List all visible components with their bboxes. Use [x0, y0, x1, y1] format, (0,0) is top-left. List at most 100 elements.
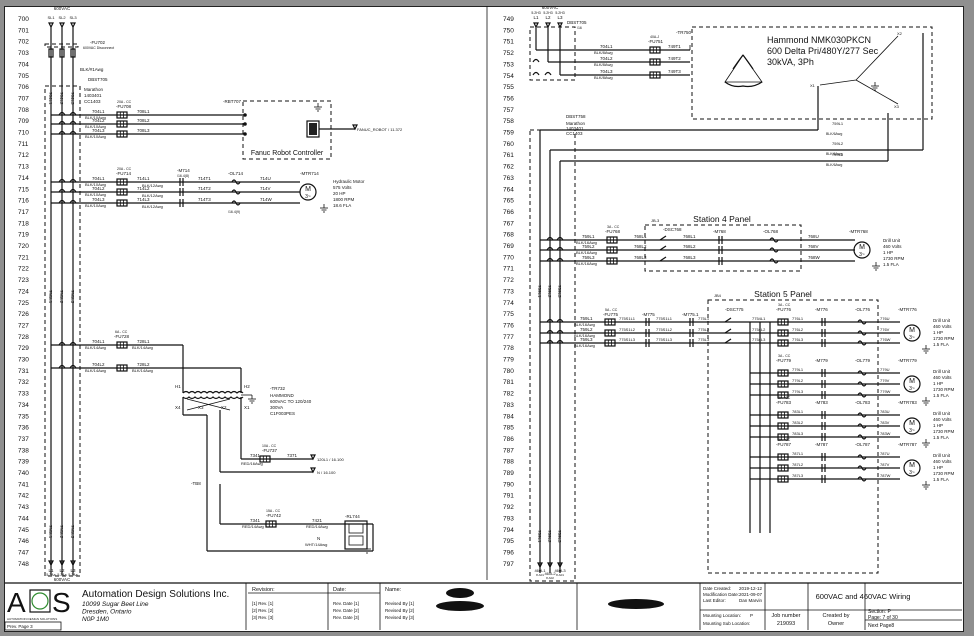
- dist-block-sub: /16: [577, 26, 582, 30]
- supply-ref: 5.2H3: [555, 11, 564, 15]
- wire-gauge: BLK/10Awg: [85, 124, 106, 129]
- company-name: Automation Design Solutions Inc.: [82, 589, 229, 600]
- wire-number: 714T2: [198, 186, 211, 191]
- fuse-body: [777, 453, 789, 461]
- fuse-body: [777, 329, 789, 337]
- prev-page-link[interactable]: Prev. Page 3: [7, 624, 33, 629]
- bus-label: 759L1: [537, 285, 542, 298]
- wire-crossover: [556, 257, 564, 262]
- bus-label: 704L1: [48, 92, 53, 105]
- fuse-icon: [777, 329, 789, 337]
- jumper: [186, 398, 231, 411]
- overload-icon: [857, 340, 867, 346]
- motor-symbol: M: [909, 420, 915, 427]
- rung-number: 788: [503, 459, 514, 466]
- transformer-tag: -TR750: [676, 30, 692, 35]
- arrow-icon: [48, 560, 54, 567]
- wire-number: 759L2: [582, 244, 595, 249]
- overload-icon: [857, 454, 867, 460]
- fuse-icon: [116, 199, 128, 207]
- arrow-icon: [557, 22, 563, 29]
- terminal-label: X3: [894, 104, 900, 109]
- disconnect-switch: [724, 338, 732, 344]
- fuse-tag: -FU737: [262, 448, 278, 453]
- cross-reference: N / 16.100: [317, 470, 336, 475]
- logo-subtitle: AUTOMATION DESIGN SOLUTIONS: [7, 617, 57, 621]
- wire-crossover: [556, 318, 564, 323]
- arrow-icon: [537, 562, 543, 569]
- wire-gauge: BLK/10Awg: [85, 182, 106, 187]
- wire-gauge: BLK/6Awg: [826, 163, 842, 167]
- wire-number: 775L1: [698, 316, 710, 321]
- motor-info: 575 Volts: [333, 185, 352, 190]
- overload-icon: [231, 200, 241, 206]
- fuse-icon: [116, 111, 128, 119]
- prev-page-box: [4, 621, 62, 631]
- wire-number: 759L2: [580, 327, 593, 332]
- overload-curve: [857, 370, 867, 376]
- fuse-body: [606, 236, 618, 244]
- wire-number: 768L1: [634, 234, 647, 239]
- field-value: 2019-12-12: [739, 586, 763, 591]
- field-label: Date Created:: [703, 586, 731, 591]
- bus-label: 7N1L2: [59, 290, 64, 304]
- wire-number: 728L2: [137, 362, 150, 367]
- rung-number: 710: [18, 130, 29, 137]
- wire-number: 728L1: [137, 339, 150, 344]
- bottom-out-label: 460L1: [534, 568, 546, 573]
- rung-number: 758: [503, 118, 514, 125]
- wire-number: 776L1: [792, 316, 804, 321]
- wire-gauge: BLK/16Awg: [574, 333, 595, 338]
- next-page-link[interactable]: Next Page8: [868, 623, 894, 629]
- motor-info: 1.5 FLA: [933, 342, 949, 347]
- motor-info: 20 HP: [333, 191, 346, 196]
- overload-curve: [857, 454, 867, 460]
- bottom-line-ref: 5.2Aa: [68, 573, 77, 577]
- wire-gauge: BLK/14Awg: [85, 368, 106, 373]
- wire-gauge: BLK/14Awg: [132, 345, 153, 350]
- overload-curve: [857, 392, 867, 398]
- motor-symbol: M: [859, 244, 865, 251]
- bus-label: 704L2: [59, 92, 64, 105]
- rung-number: 761: [503, 152, 514, 159]
- motor-icon: M3~: [903, 324, 921, 342]
- left-power-section: 600VACSL1704L17N1L17N1L1L15.2AaSL2704L27…: [44, 6, 114, 582]
- fuse-body: [777, 433, 789, 441]
- ground-icon: [871, 82, 879, 91]
- junction-box-tag: JB-3: [651, 218, 660, 223]
- transformer-info: C1F003PES: [270, 411, 295, 416]
- wire-number: 759L2: [832, 141, 844, 146]
- transformer-enclosure: [691, 26, 933, 120]
- overload-curve: [857, 434, 867, 440]
- motor-info: 1 HP: [933, 465, 943, 470]
- rung-number: 717: [18, 209, 29, 216]
- job-label: Job number: [771, 613, 800, 619]
- left-rung-numbers: 7007017027037047057067077087097107117127…: [18, 16, 29, 568]
- wire-crossover: [546, 257, 554, 262]
- motor-circle: [903, 324, 921, 342]
- wire-number: 779U: [880, 367, 890, 372]
- wire-number: 749T1: [668, 44, 681, 49]
- wire-number: 783L3: [792, 431, 804, 436]
- drawing-sheet: [4, 6, 964, 632]
- supply-label: 600VAC: [542, 5, 559, 10]
- wire-crossover: [532, 58, 540, 63]
- wire-number: 775S1L3: [619, 337, 636, 342]
- contactor-contact-icon: [718, 246, 723, 254]
- wire-gauge: BLK/10Awg: [85, 203, 106, 208]
- contactor-contact-icon: [689, 339, 694, 347]
- wire-number: 714T1: [198, 176, 211, 181]
- disconnect-tag: -FU702: [90, 40, 106, 45]
- revision-entry: [3] Rev. [3]: [252, 615, 273, 620]
- disconnect-fuse: [48, 48, 54, 58]
- field-value: Dan Marvin: [739, 598, 763, 603]
- wire-crossover: [69, 130, 77, 135]
- logo-letter-a: A: [7, 587, 26, 618]
- transformer-info: 600VAC TO 120/240: [270, 399, 312, 404]
- disconnect-fuse: [70, 48, 76, 58]
- overload-tag: -OL783: [855, 400, 871, 405]
- fuse-body: [649, 58, 661, 66]
- dist-block-info: Marathon: [84, 87, 104, 92]
